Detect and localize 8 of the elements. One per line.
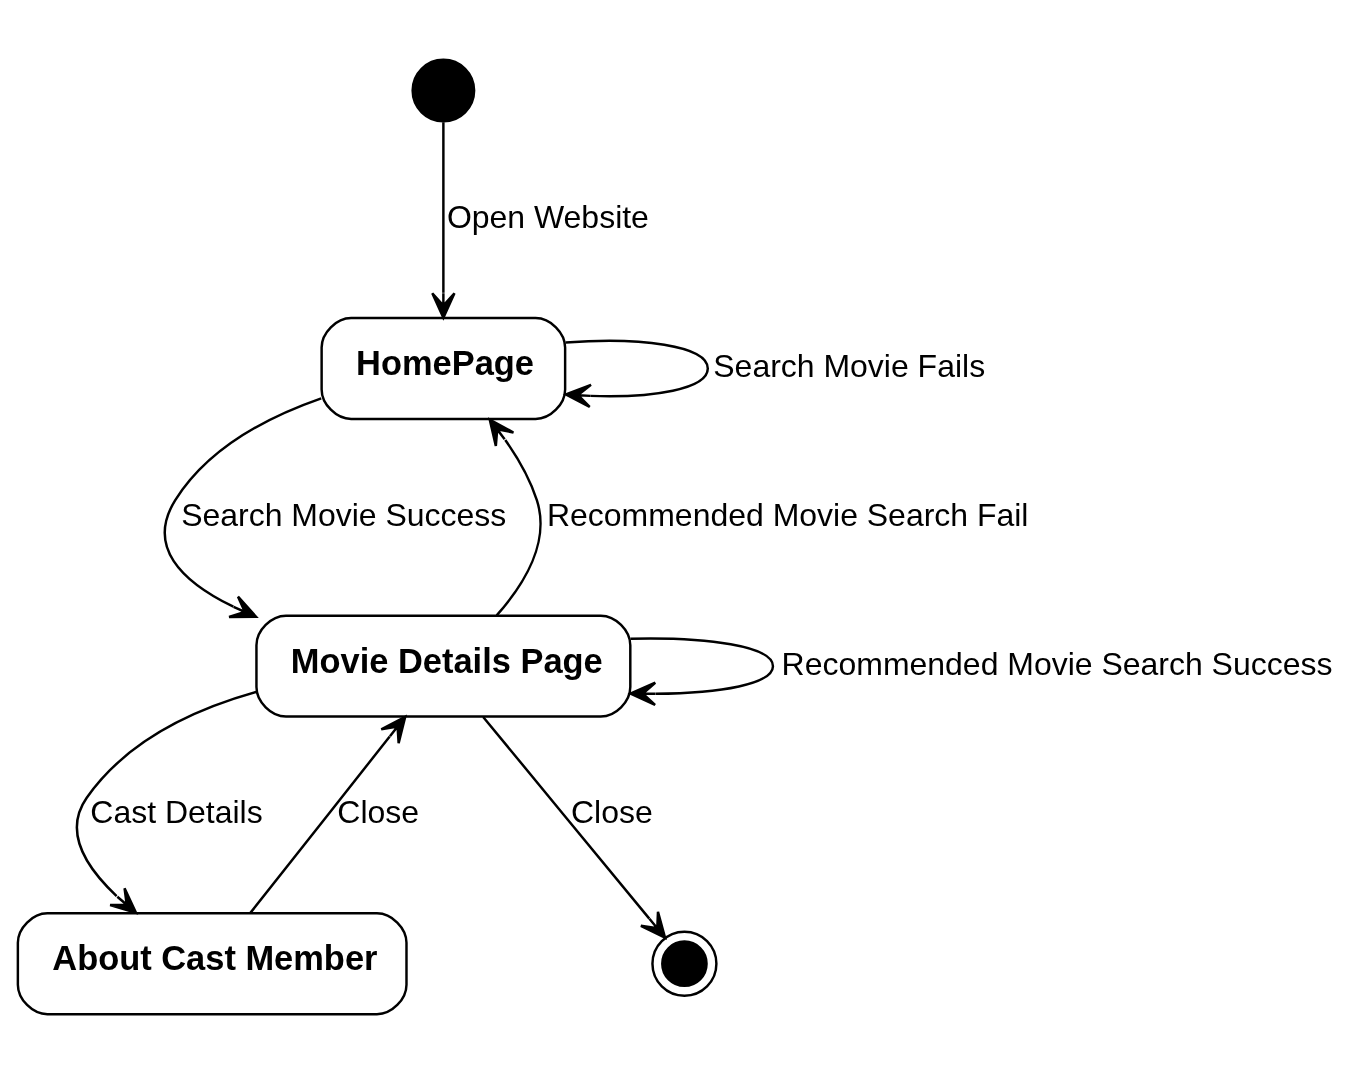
edge-label: Search Movie Success: [181, 496, 507, 533]
edge-label: Open Website: [446, 198, 649, 235]
edge-label: Recommended Movie Search Fail: [546, 496, 1029, 533]
edge-label: Close: [570, 793, 653, 830]
edge-label: Cast Details: [90, 793, 263, 830]
edge-label: Close: [337, 793, 420, 830]
edge-label: Recommended Movie Search Success: [781, 644, 1333, 681]
edge-label: Search Movie Fails: [713, 347, 986, 384]
